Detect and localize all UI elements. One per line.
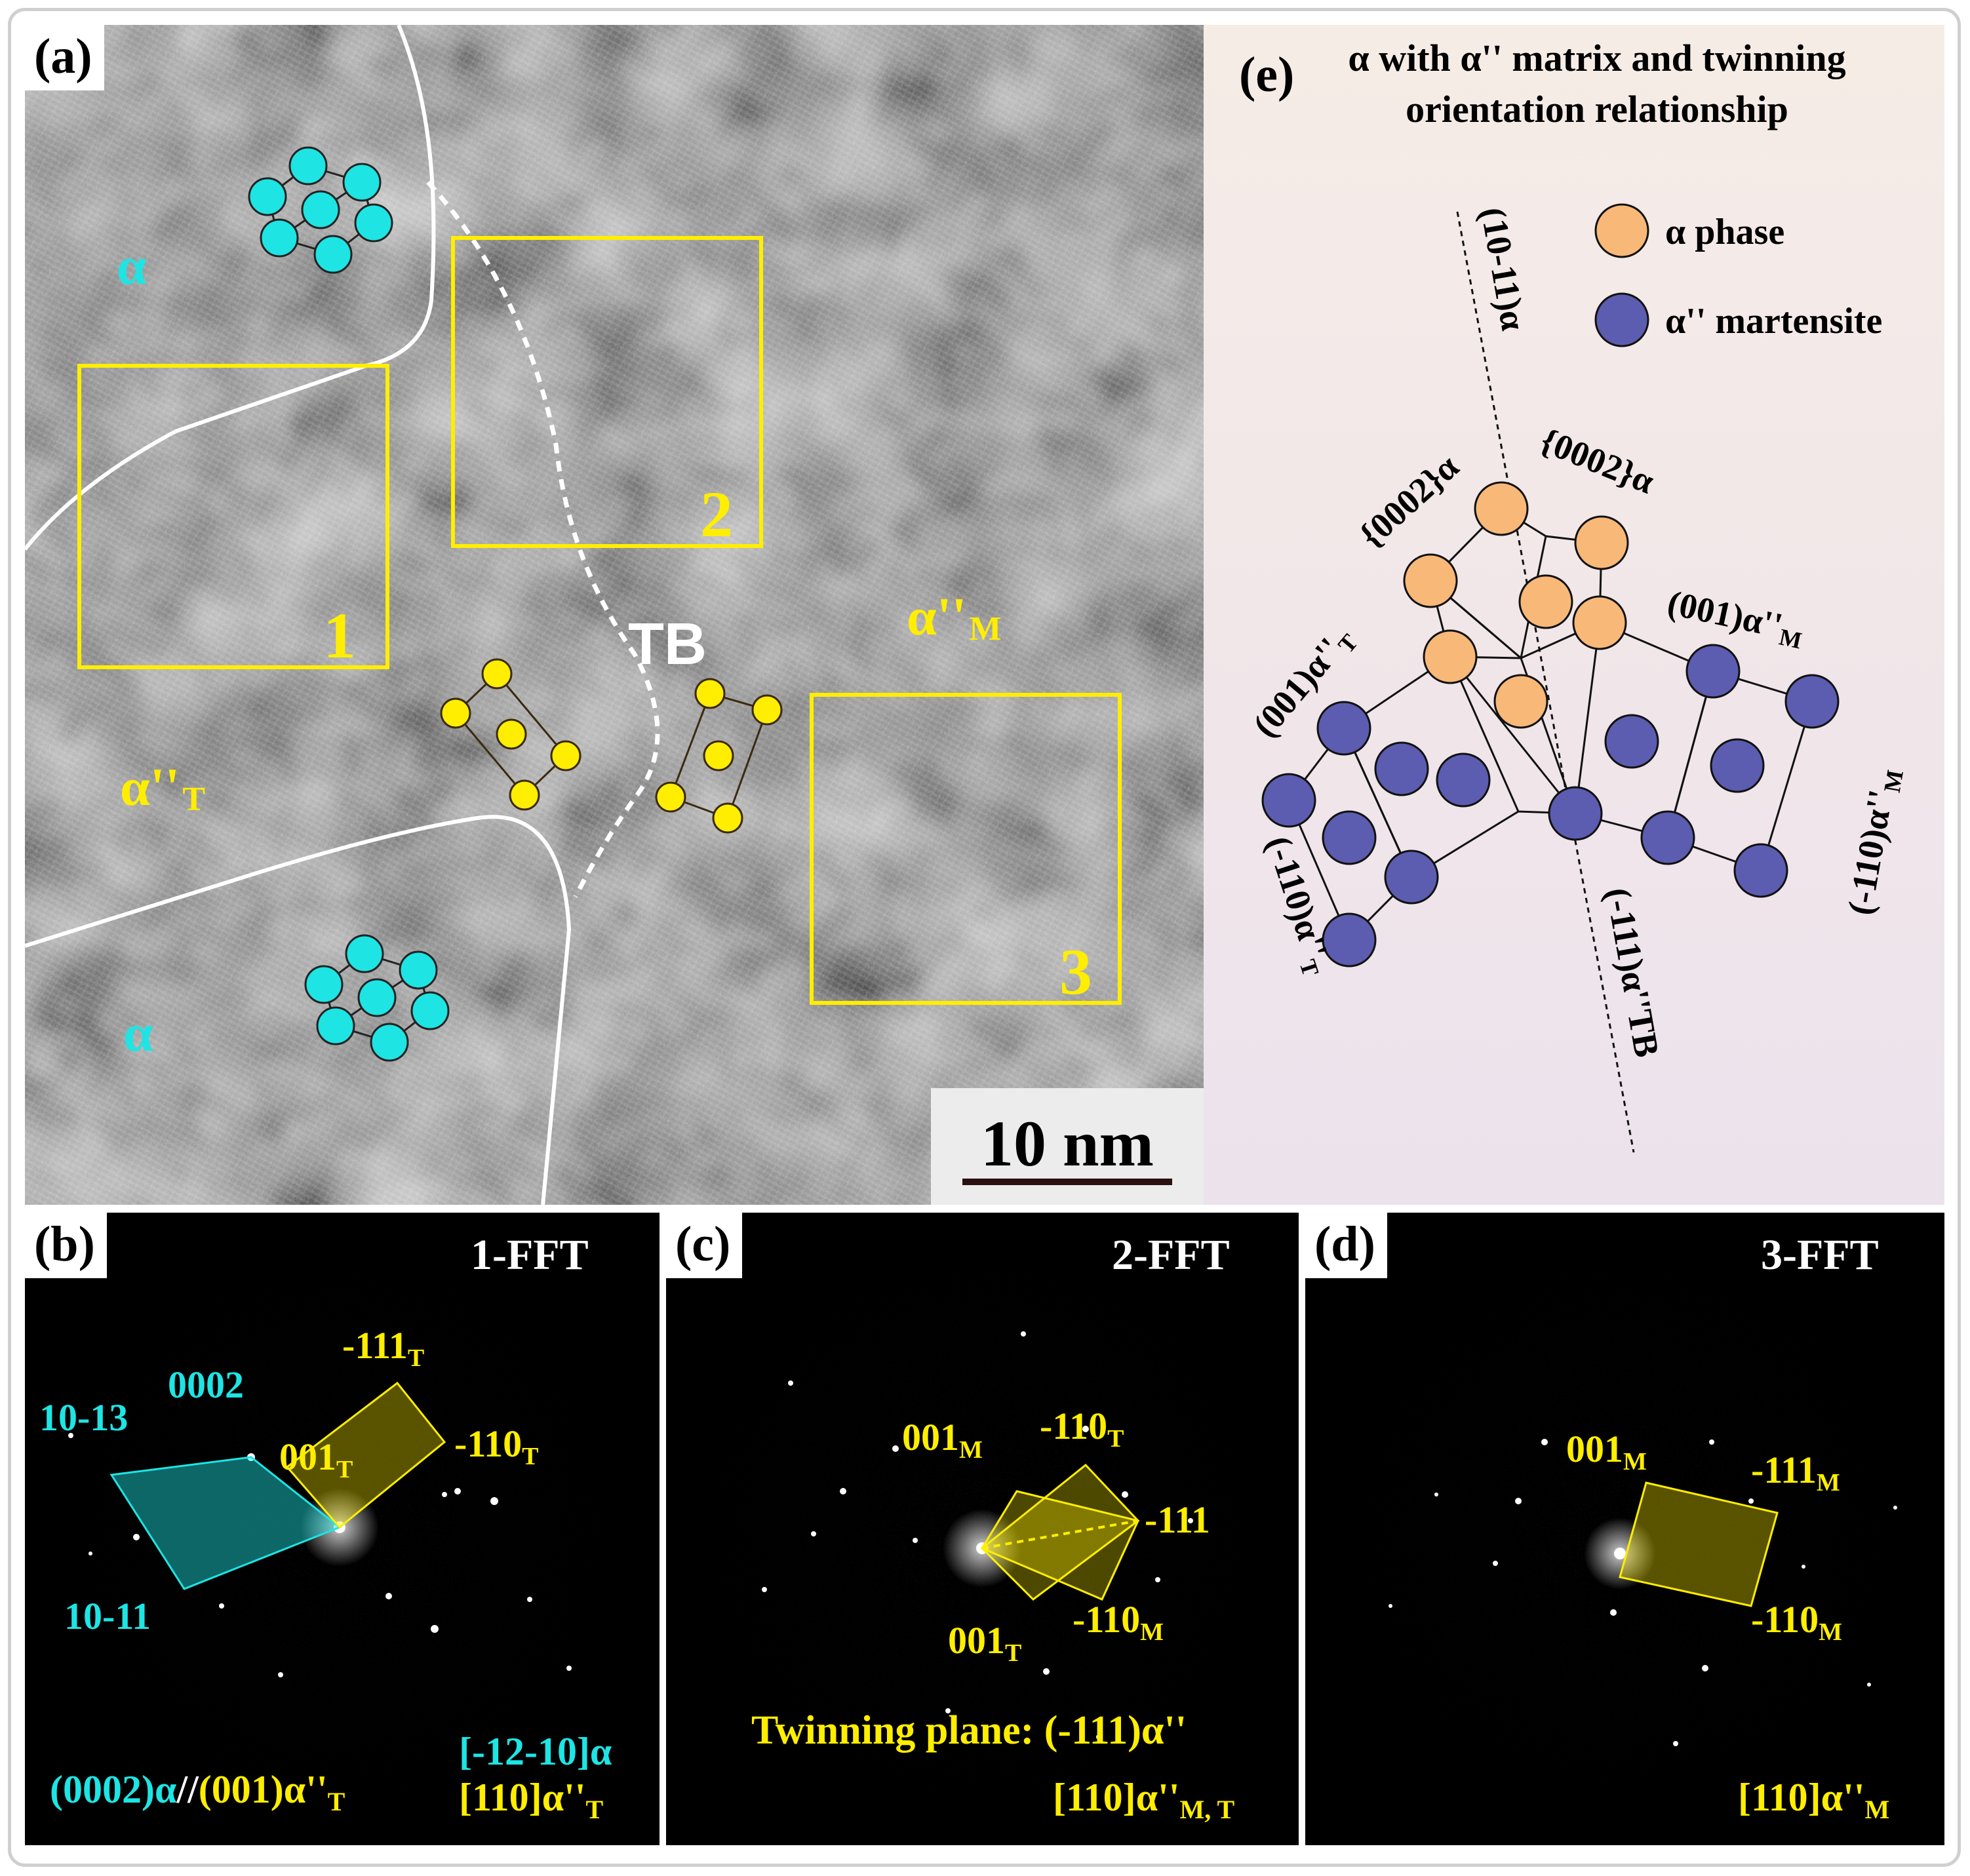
panel-letter-c: (c) — [666, 1213, 743, 1278]
box-label-2: 2 — [700, 478, 733, 551]
fft1-alpha-cell — [109, 1456, 342, 1590]
fft1-label-001t: 001T — [279, 1436, 353, 1483]
panel-d-fft3: 001M -111M -110M 3-FFT [110]α''M (d) — [1305, 1213, 1944, 1845]
fft3-zone: [110]α''M — [1738, 1776, 1889, 1824]
martensite-atoms — [1261, 644, 1840, 967]
panel-letter-b: (b) — [25, 1213, 107, 1278]
panel-a-hrtem: α α α''T α''M TB 1 2 3 10 nm (a) — [25, 25, 1204, 1205]
schematic-title-line1: α with α'' matrix and twinning — [1348, 37, 1845, 79]
scale-bar-line — [962, 1179, 1172, 1185]
fft3-label-111m: -111M — [1751, 1449, 1840, 1496]
fft-pattern-2: 001M -110T -111 001T -110M 2-FFT Twinnin… — [666, 1213, 1299, 1845]
fft2-zone: [110]α''M, T — [1053, 1776, 1235, 1824]
alpha-double-prime-cell-left — [440, 658, 581, 811]
label-twin-boundary: TB — [628, 612, 707, 677]
box-label-3: 3 — [1059, 935, 1092, 1008]
schematic-title-line2: orientation relationship — [1406, 88, 1788, 130]
fft2-twin-plane-line — [981, 1519, 1139, 1550]
fft1-zone-martensite: [110]α''T — [459, 1776, 603, 1824]
panel-b-fft1: 0002 10-13 10-11 001T -111T -110T 1-FFT … — [25, 1213, 660, 1845]
fft1-martensite-cell — [285, 1381, 446, 1529]
fft-region-box-3 — [810, 693, 1122, 1005]
alpha-atoms — [1403, 481, 1629, 729]
panel-e-schematic: α with α'' matrix and twinning orientati… — [1204, 25, 1944, 1205]
fft3-label-001m: 001M — [1566, 1428, 1647, 1475]
fft1-label-0002: 0002 — [168, 1363, 244, 1406]
fft-pattern-1: 0002 10-13 10-11 001T -111T -110T 1-FFT … — [25, 1213, 660, 1845]
fft2-label-110t: -110T — [1040, 1405, 1124, 1453]
label-alpha-top: α — [117, 236, 147, 296]
hrtem-image: α α α''T α''M TB 1 2 3 10 nm — [25, 25, 1204, 1205]
scale-bar-background — [931, 1088, 1204, 1205]
panel-c-fft2: 001M -110T -111 001T -110M 2-FFT Twinnin… — [666, 1213, 1299, 1845]
fft2-label-110m: -110M — [1073, 1598, 1164, 1646]
fft2-label-111: -111 — [1145, 1498, 1210, 1541]
panel-letter-e: (e) — [1239, 47, 1295, 102]
fft2-label-001m: 001M — [902, 1416, 983, 1464]
fft-region-box-1 — [77, 364, 389, 669]
legend-alpha-marker — [1594, 203, 1649, 258]
fft1-label-10-11: 10-11 — [64, 1595, 151, 1637]
fft-pattern-3: 001M -111M -110M 3-FFT [110]α''M — [1305, 1213, 1944, 1845]
fft-region-box-2 — [451, 236, 763, 548]
alpha-hcp-motif-top — [248, 146, 393, 274]
fft3-title: 3-FFT — [1761, 1231, 1879, 1279]
label-alpha-bottom: α — [123, 1003, 153, 1063]
fft3-matrix-cell — [1619, 1481, 1779, 1607]
legend-martensite-marker — [1594, 292, 1649, 347]
fft2-twinning-plane: Twinning plane: (-111)α'' — [751, 1708, 1187, 1753]
label-alpha-double-prime-m: α''M — [907, 587, 1001, 648]
fft1-zone-alpha: [-12-10]α — [459, 1730, 612, 1773]
legend-martensite-label: α'' martensite — [1665, 301, 1882, 342]
fft1-orientation-relation: (0002)α//(001)α''T — [50, 1768, 345, 1816]
fft1-label-111t: -111T — [342, 1324, 424, 1372]
plane-trace-dashed — [1456, 211, 1635, 1153]
panel-letter-d: (d) — [1305, 1213, 1387, 1278]
twin-boundary — [426, 180, 660, 898]
legend-alpha-label: α phase — [1665, 212, 1784, 252]
fft2-title: 2-FFT — [1112, 1231, 1230, 1279]
alpha-double-prime-cell-right — [655, 678, 783, 834]
fft1-label-110t: -110T — [454, 1422, 538, 1470]
fft1-label-10-13: 10-13 — [39, 1396, 128, 1439]
grain-boundary-top — [25, 25, 436, 551]
fft3-label-110m: -110M — [1751, 1598, 1842, 1646]
panel-letter-a: (a) — [25, 25, 104, 90]
label-alpha-double-prime-t: α''T — [120, 757, 205, 818]
alpha-hcp-motif-bottom — [304, 934, 450, 1062]
fft3-diffraction-spots — [1389, 1439, 1897, 1746]
fft2-label-001t: 001T — [948, 1619, 1021, 1667]
grain-boundary-bottom — [25, 815, 572, 1205]
fft1-title: 1-FFT — [471, 1231, 589, 1279]
box-label-1: 1 — [323, 599, 356, 672]
scale-bar-label: 10 nm — [981, 1107, 1154, 1180]
orientation-schematic: α with α'' matrix and twinning orientati… — [1204, 25, 1944, 1205]
